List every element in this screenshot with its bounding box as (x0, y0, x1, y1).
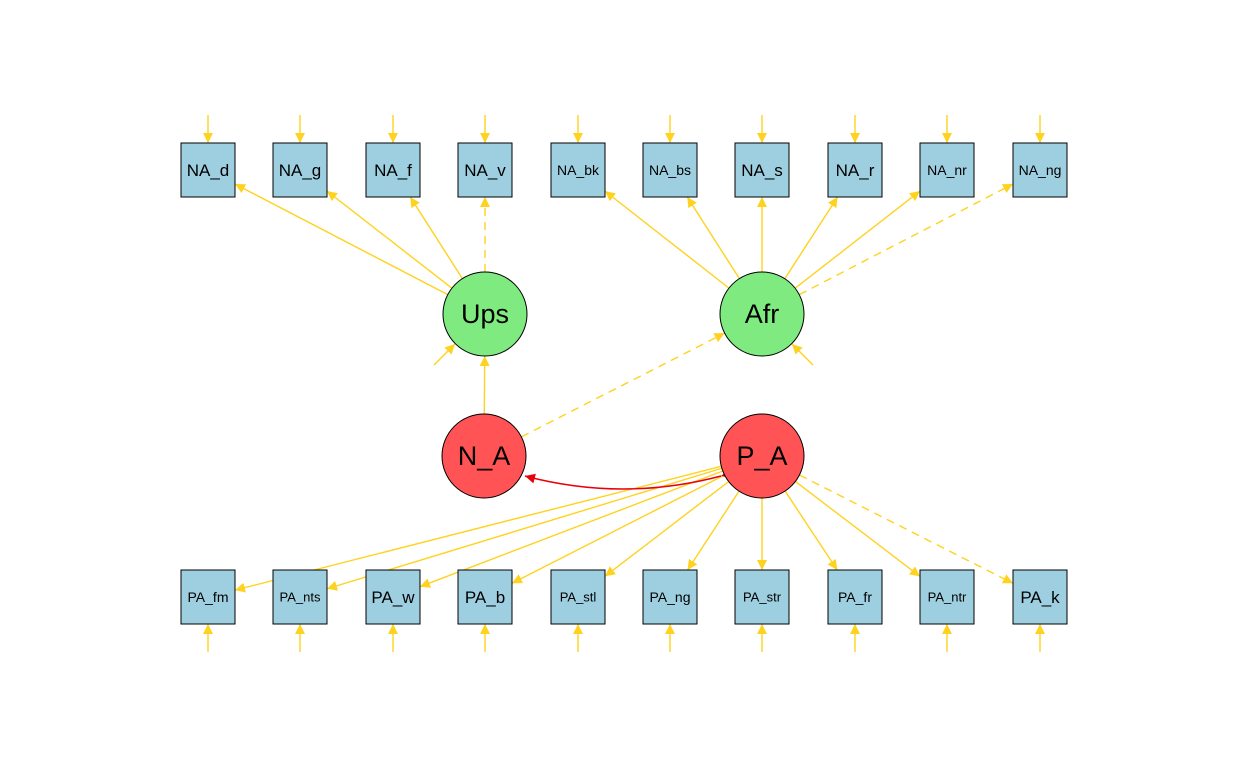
loading-ups-na-g (327, 191, 452, 288)
observed-na-bs: NA_bs (643, 143, 697, 197)
observed-pa-ng: PA_ng (643, 570, 697, 624)
path-n-a-afr (521, 333, 724, 437)
observed-label: NA_g (279, 161, 322, 180)
observed-label: PA_stl (560, 590, 597, 605)
latent-ups: Ups (443, 272, 527, 356)
loading-ups-na-d (235, 184, 448, 295)
loading-p-a-pa-fr (785, 491, 837, 570)
residual-ups (434, 344, 455, 365)
observed-na-g: NA_g (273, 143, 327, 197)
latent-afr: Afr (720, 272, 804, 356)
observed-label: PA_ntr (928, 590, 967, 605)
observed-na-s: NA_s (735, 143, 789, 197)
observed-label: PA_ng (650, 589, 691, 605)
observed-pa-k: PA_k (1013, 570, 1067, 624)
observed-pa-ntr: PA_ntr (920, 570, 974, 624)
observed-na-bk: NA_bk (551, 143, 605, 197)
latent-label: Afr (745, 299, 780, 329)
observed-na-d: NA_d (181, 143, 235, 197)
observed-pa-stl: PA_stl (551, 570, 605, 624)
observed-pa-b: PA_b (458, 570, 512, 624)
observed-label: NA_d (187, 161, 230, 180)
observed-label: NA_r (836, 161, 875, 180)
loading-afr-na-bk (605, 191, 729, 288)
observed-na-ng: NA_ng (1013, 143, 1067, 197)
observed-label: NA_bk (557, 162, 600, 178)
higher-latent-n-a: N_A (442, 414, 526, 498)
higher-latent-label: P_A (736, 441, 787, 471)
latent-label: Ups (461, 299, 509, 329)
loading-afr-na-bs (687, 197, 739, 279)
observed-na-nr: NA_nr (920, 143, 974, 197)
observed-pa-nts: PA_nts (273, 570, 327, 624)
higher-latent-p-a: P_A (720, 414, 804, 498)
observed-label: PA_nts (280, 590, 321, 605)
edges-layer (208, 115, 1040, 652)
observed-label: NA_bs (649, 162, 691, 178)
observed-label: PA_k (1020, 588, 1060, 607)
observed-label: NA_v (464, 161, 506, 180)
loading-ups-na-f (410, 197, 462, 279)
observed-label: PA_str (743, 590, 782, 605)
observed-label: NA_f (374, 161, 412, 180)
observed-pa-fr: PA_fr (828, 570, 882, 624)
observed-label: PA_b (465, 588, 505, 607)
loading-p-a-pa-k (799, 475, 1013, 583)
observed-label: NA_s (741, 161, 783, 180)
observed-label: NA_ng (1019, 162, 1062, 178)
loading-afr-na-nr (795, 191, 920, 288)
observed-pa-str: PA_str (735, 570, 789, 624)
residual-afr (792, 344, 813, 365)
observed-pa-fm: PA_fm (181, 570, 235, 624)
loading-afr-na-r (785, 197, 838, 279)
loading-p-a-pa-ng (688, 491, 739, 570)
observed-na-v: NA_v (458, 143, 512, 197)
loading-p-a-pa-b (512, 475, 725, 583)
observed-label: PA_fr (838, 589, 872, 605)
loading-p-a-pa-stl (605, 482, 729, 577)
loading-afr-na-ng (799, 184, 1013, 295)
observed-label: NA_nr (927, 162, 967, 178)
higher-latent-label: N_A (458, 441, 511, 471)
observed-label: PA_w (371, 588, 415, 607)
observed-na-f: NA_f (366, 143, 420, 197)
loading-p-a-pa-ntr (795, 481, 920, 576)
observed-pa-w: PA_w (366, 570, 420, 624)
observed-na-r: NA_r (828, 143, 882, 197)
observed-label: PA_fm (188, 589, 229, 605)
